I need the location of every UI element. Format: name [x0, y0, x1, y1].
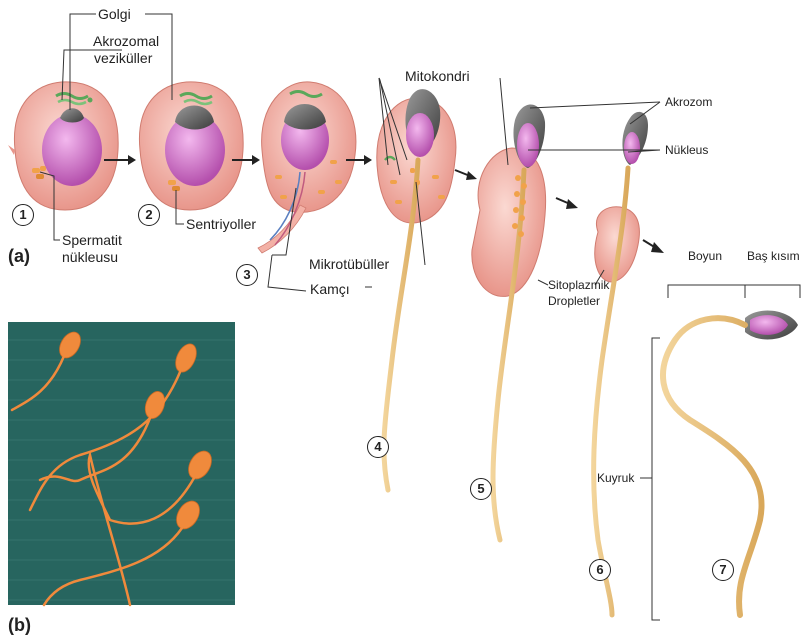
stage-number-2: 2 [138, 204, 160, 226]
label-spermatit: Spermatit [62, 232, 122, 248]
stage-number-4: 4 [367, 436, 389, 458]
label-nukleus: Nükleus [665, 143, 708, 157]
label-mikrotubuller: Mikrotübüller [309, 256, 389, 272]
label-sitoplazmik: Sitoplazmik [548, 278, 609, 292]
sem-micrograph [8, 322, 235, 605]
label-mitokondri: Mitokondri [405, 68, 470, 84]
label-nukleusu: nükleusu [62, 249, 118, 265]
stage-number-7: 7 [712, 559, 734, 581]
panel-label-a: (a) [8, 246, 30, 266]
label-akrozom: Akrozom [665, 95, 712, 109]
stage-3-cell [258, 82, 356, 253]
stage-5-cell [472, 104, 546, 540]
label-bas-kisim: Baş kısım [747, 249, 800, 263]
label-dropletler: Dropletler [548, 294, 600, 308]
stage-number-1: 1 [12, 204, 34, 226]
arrow-icon [643, 240, 664, 253]
label-golgi: Golgi [98, 6, 131, 22]
arrow-icon [455, 170, 477, 180]
stage-1-cell [8, 82, 118, 210]
stage-6-cell [594, 112, 648, 615]
stage-4-cell [377, 89, 456, 490]
label-boyun: Boyun [688, 249, 722, 263]
label-kamci: Kamçı [310, 281, 350, 297]
stage-2-cell [139, 82, 243, 210]
panel-label-b: (b) [8, 615, 31, 635]
stage-number-6: 6 [589, 559, 611, 581]
arrow-icon [556, 198, 578, 209]
stage-number-5: 5 [470, 478, 492, 500]
label-sentriyoller: Sentriyoller [186, 216, 256, 232]
stage-number-3: 3 [236, 264, 258, 286]
label-akrozomal: Akrozomal [93, 33, 159, 49]
label-kuyruk: Kuyruk [597, 471, 634, 485]
label-vezikuller: veziküller [94, 50, 152, 66]
